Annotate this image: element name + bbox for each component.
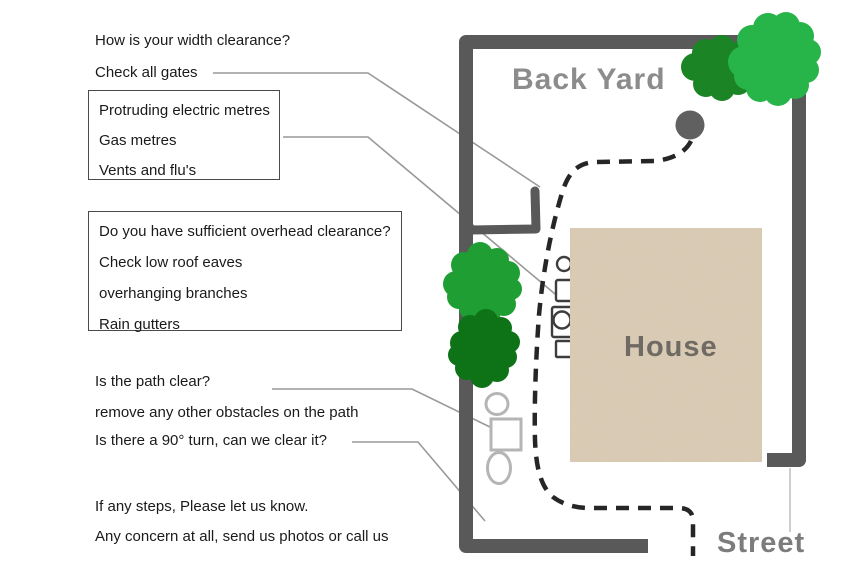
note-roof-eaves: Check low roof eaves — [99, 254, 243, 271]
note-concern: Any concern at all, send us photos or ca… — [95, 528, 389, 545]
utility-meters-icon — [550, 255, 575, 359]
circle-obstacle — [484, 392, 510, 416]
leader-meters — [283, 136, 562, 300]
note-steps: If any steps, Please let us know. — [95, 498, 309, 515]
note-electric-meters: Protruding electric metres — [99, 102, 270, 119]
note-turn-question: Is there a 90° turn, can we clear it? — [95, 432, 327, 449]
tree-icon — [443, 242, 522, 324]
boundary-wall — [459, 35, 806, 553]
obstacle-shapes — [484, 392, 523, 485]
tree-icon — [448, 309, 520, 388]
tree-icon — [728, 12, 821, 106]
note-remove-obstacles: remove any other obstacles on the path — [95, 404, 359, 421]
note-width-question: How is your width clearance? — [95, 32, 291, 49]
round-marker-icon — [675, 110, 705, 140]
meters-note-box: Protruding electric metres Gas metres Ve… — [88, 90, 280, 180]
gate-icon — [466, 186, 541, 235]
oval-obstacle — [486, 451, 512, 485]
note-branches: overhanging branches — [99, 285, 248, 302]
note-path-clear: Is the path clear? — [95, 373, 211, 390]
note-rain-gutters: Rain gutters — [99, 316, 180, 333]
note-check-gates: Check all gates — [95, 64, 198, 81]
overhead-note-box: Do you have sufficient overhead clearanc… — [88, 211, 402, 333]
square-obstacle — [489, 417, 523, 452]
house-label: House — [624, 331, 718, 363]
street-label: Street — [717, 527, 805, 559]
note-gas-meters: Gas metres — [99, 132, 177, 149]
note-overhead-question: Do you have sufficient overhead clearanc… — [99, 223, 391, 240]
dashed-route-path — [532, 139, 696, 556]
note-vents: Vents and flu's — [99, 162, 197, 179]
leader-check-gates — [213, 72, 541, 188]
backyard-label: Back Yard — [512, 63, 666, 96]
house-footprint — [570, 228, 762, 462]
